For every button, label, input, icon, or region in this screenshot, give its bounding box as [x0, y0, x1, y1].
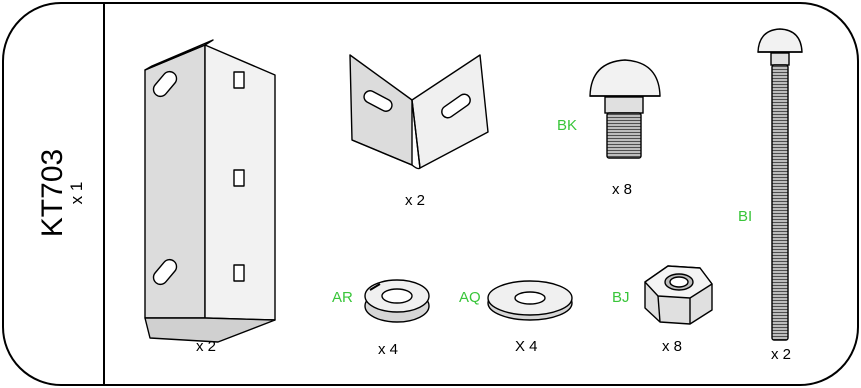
- bolt-bk-code: BK: [557, 117, 578, 134]
- angle-bracket-long-icon: [144, 39, 276, 343]
- nut-bj-quantity: x 8: [662, 338, 683, 355]
- flat-washer-icon: [487, 280, 573, 321]
- washer-aq-code: AQ: [459, 289, 481, 306]
- washer-ar-code: AR: [332, 289, 353, 306]
- hex-nut-icon: [644, 265, 713, 325]
- split-lock-washer-icon: [364, 279, 430, 323]
- washer-ar-quantity: x 4: [378, 341, 399, 358]
- short-bracket-quantity: x 2: [405, 192, 426, 209]
- kit-code: KT703: [36, 148, 69, 238]
- washer-aq-quantity: X 4: [515, 338, 538, 355]
- bolt-bi-quantity: x 2: [771, 346, 792, 363]
- angle-bracket-short-icon: [349, 54, 489, 170]
- kit-identifier-panel: KT703 x 1: [22, 5, 102, 381]
- bolt-bi-code: BI: [738, 208, 753, 225]
- kit-quantity: x 1: [67, 181, 86, 205]
- carriage-bolt-long-icon: [757, 28, 803, 341]
- bolt-bk-quantity: x 8: [612, 181, 633, 198]
- nut-bj-code: BJ: [612, 289, 630, 306]
- long-bracket-quantity: x 2: [196, 338, 217, 355]
- carriage-bolt-short-icon: [589, 59, 661, 159]
